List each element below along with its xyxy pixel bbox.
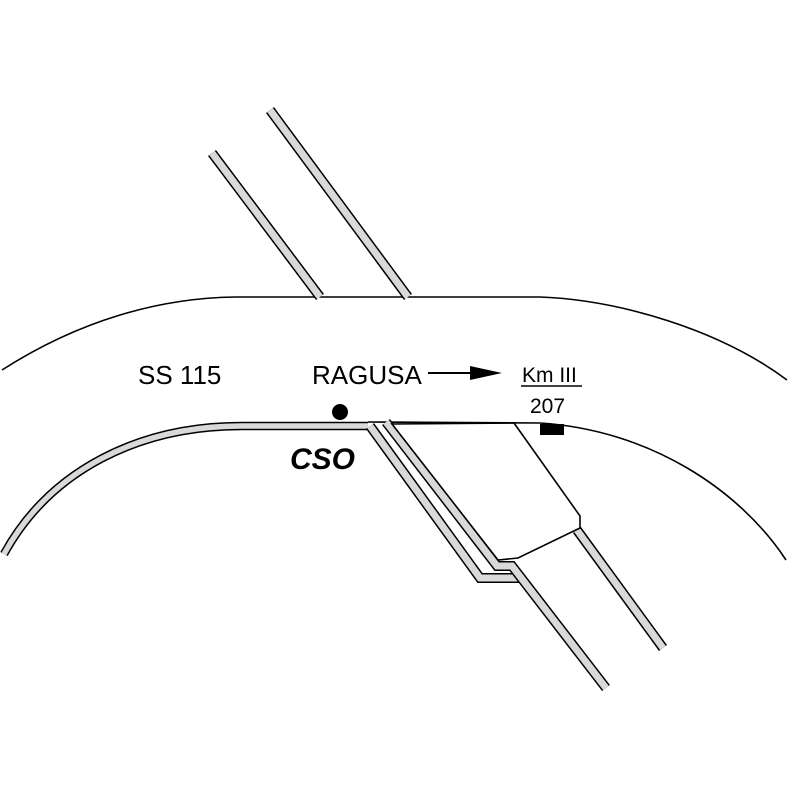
site-marker-dot [332, 404, 348, 420]
destination-label: RAGUSA [312, 360, 422, 390]
left-curved-road-fill [1, 423, 368, 556]
road-junction-area [390, 422, 581, 561]
arrow-right-icon [428, 366, 502, 380]
site-label: CSO [290, 443, 355, 476]
lower-diagonal-road-right [572, 527, 668, 651]
road-label: SS 115 [138, 360, 221, 390]
lower-diagonal-road-inner [382, 418, 610, 692]
km-marker-block [540, 424, 564, 435]
main-road-top-edge [1, 296, 788, 381]
main-road-lower-outer-edge [539, 422, 787, 561]
upper-diagonal-road-right [265, 107, 413, 300]
km-label: Km III [522, 364, 577, 387]
km-value: 207 [530, 395, 565, 418]
upper-diagonal-road-left [208, 150, 324, 300]
lower-diagonal-road-outer [365, 423, 520, 583]
